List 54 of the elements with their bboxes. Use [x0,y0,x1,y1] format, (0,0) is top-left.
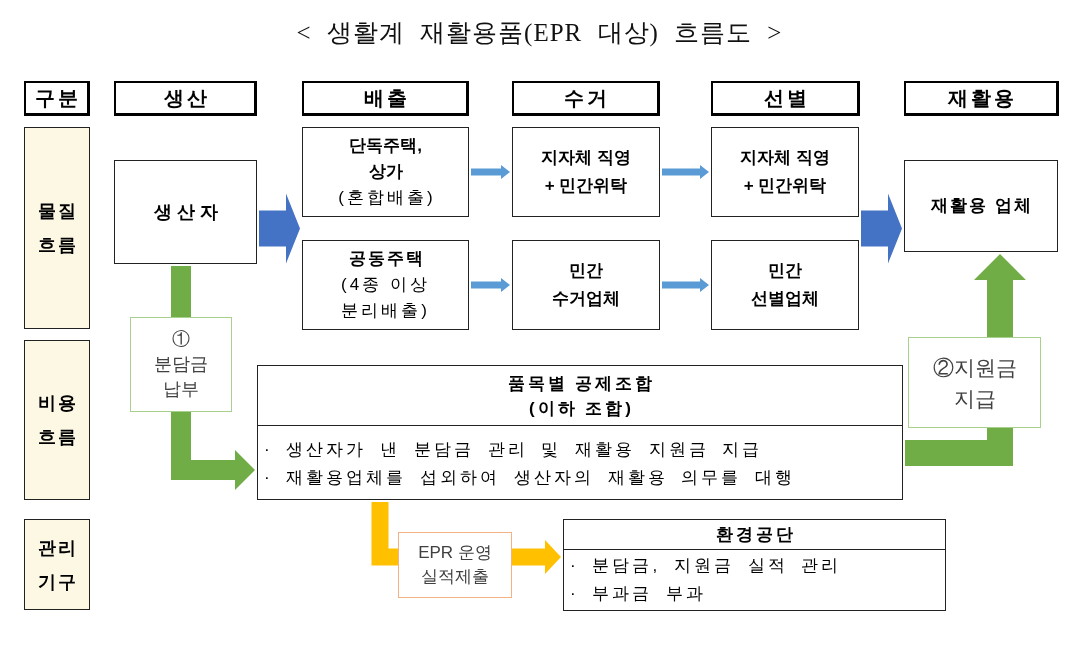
box-label: 단독주택, 상가 [348,135,423,183]
box-note: (4종 이상 분리배출) [340,274,431,322]
header-label: 재활용 [947,86,1017,111]
info-panel [563,519,946,611]
column-header [711,81,860,116]
row-label: 비용 흐름 [37,392,79,449]
column-header [114,81,257,116]
edge-label: ②지원금 지급 [908,337,1041,428]
row-label: 물질 흐름 [37,200,79,257]
process-box [711,127,859,217]
process-box [302,240,469,330]
header-label: 선별 [762,86,810,111]
panel-heading: 품목별 공제조합 (이하 조합) [506,372,657,420]
box-label: 생산자 [152,200,223,224]
header-label: 수거 [563,86,610,111]
bullet-text: · 생산자가 낸 분담금 관리 및 재활용 지원금 지급 [264,439,763,461]
column-header [904,81,1059,116]
bullet-text: · 재활용업체를 섭외하여 생산자의 재활용 의무를 대행 [264,467,795,489]
edge-label: EPR 운영 실적제출 [398,532,512,598]
box-label: 민간 선별업체 [750,260,820,310]
box-label: 지자체 직영 + 민간위탁 [739,147,831,197]
diagram-title: < 생활계 재활용품(EPR 대상) 흐름도 > [296,18,783,49]
arrow [471,165,510,179]
box-note: (혼합배출) [337,187,436,209]
box-label: 재활용 업체 [930,195,1033,218]
arrow [471,278,510,292]
process-box [302,127,469,217]
header-label: 구분 [34,86,81,111]
block-arrow [259,193,300,264]
box-label: 공동주택 [347,248,425,270]
row-label-box [24,127,90,329]
column-header [512,81,660,116]
column-header [24,81,90,116]
process-box [512,127,660,217]
box-label: 지자체 직영 + 민간위탁 [540,147,632,197]
arrow [662,278,709,292]
row-label-box [24,340,90,500]
process-box [114,160,257,264]
block-arrow [861,193,902,264]
panel-heading: 환경공단 [715,523,796,546]
header-label: 생산 [162,86,210,111]
info-panel [257,365,903,500]
process-box [904,160,1058,252]
process-box [711,240,859,330]
column-header [302,81,469,116]
edge-label: ① 분담금 납부 [130,317,232,412]
row-label-box [24,519,90,610]
header-label: 배출 [362,86,410,111]
box-label: 민간 수거업체 [551,260,621,310]
arrow [662,165,709,179]
bullet-text: · 부과금 부과 [570,583,707,605]
row-label: 관리 기구 [37,536,79,594]
bullet-text: · 분담금, 지원금 실적 관리 [570,555,842,577]
process-box [512,240,660,330]
